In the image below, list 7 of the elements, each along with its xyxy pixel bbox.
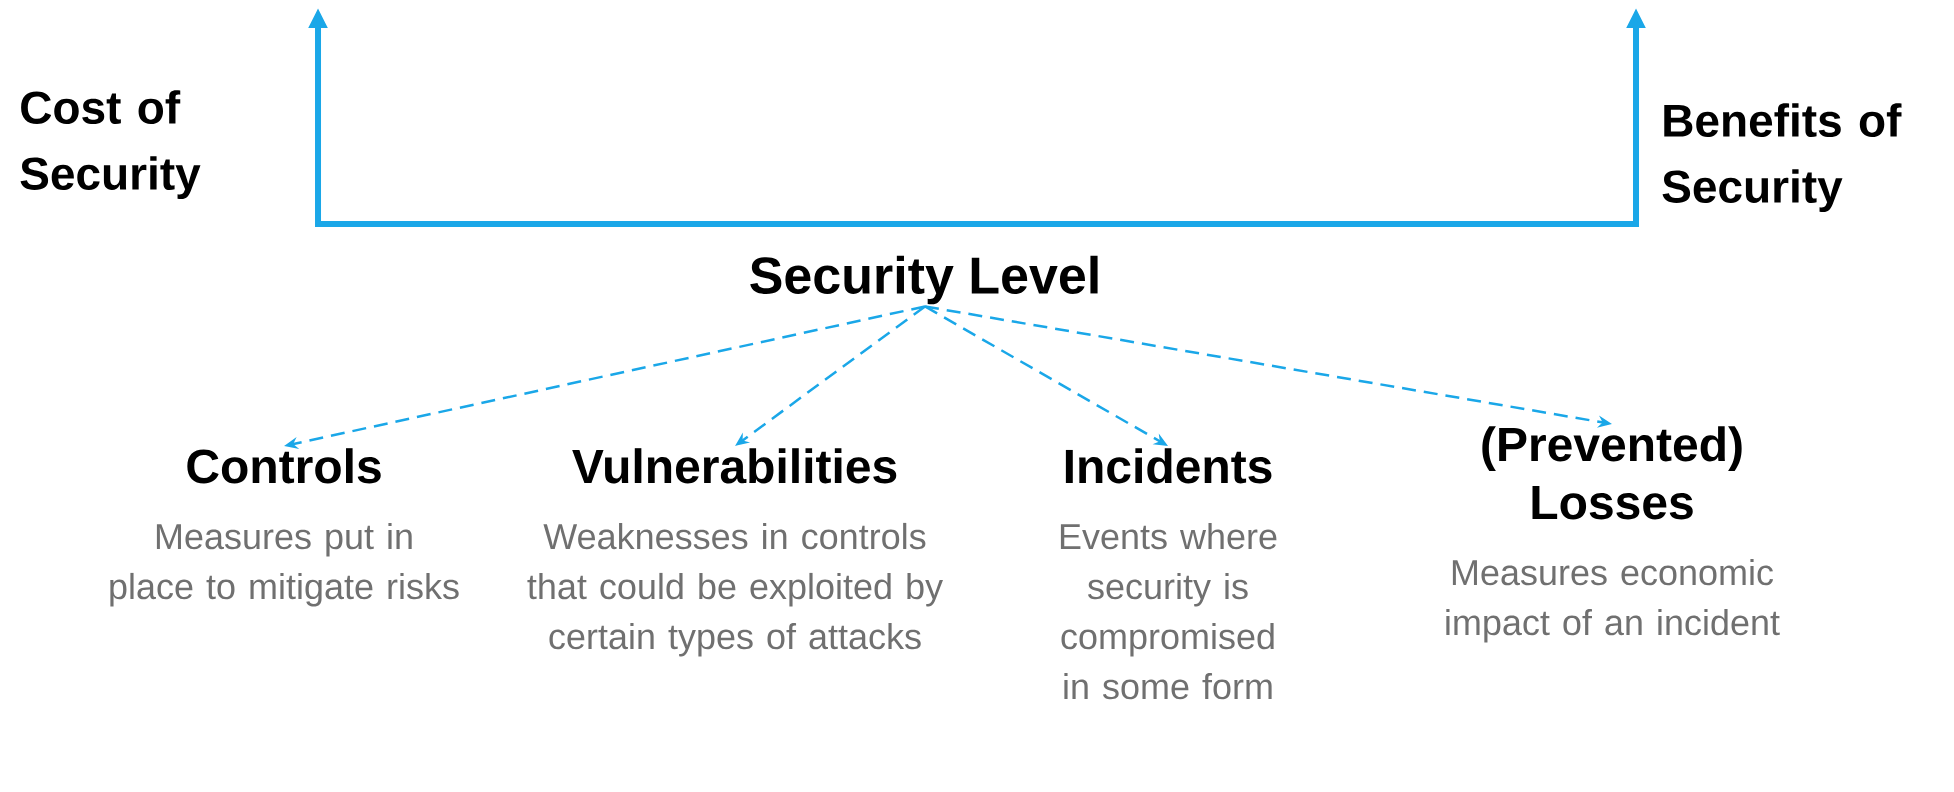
- axis-label: Benefits of Security: [1662, 103, 1902, 213]
- axis-title: Security Level: [750, 255, 1098, 305]
- concept-text: Controls Measures put in place to mitigate risks: [110, 448, 459, 607]
- concept-text: Incidents Events where security is compromised in some form: [1060, 448, 1277, 700]
- axis-label: Cost of Security: [20, 90, 201, 200]
- concept-text: Vulnerabilities Weaknesses in controls that could be exploited by certain types of attacks: [527, 448, 943, 657]
- concept-text: (Prevented) Losses Measures economic impact of an incident: [1446, 426, 1780, 643]
